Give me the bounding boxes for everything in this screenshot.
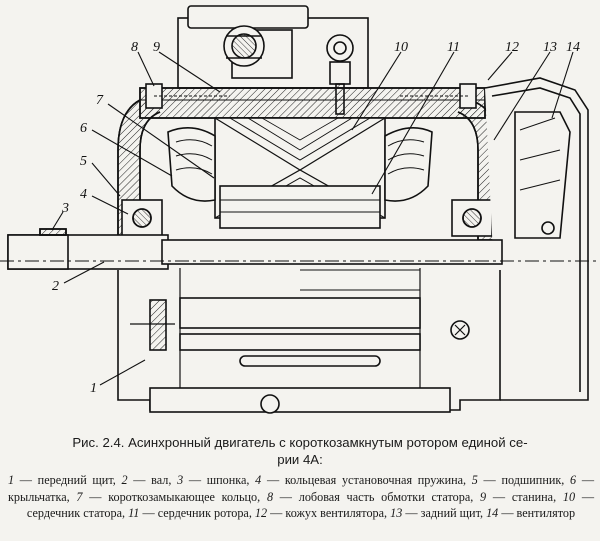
callout-11: 11	[447, 40, 460, 55]
callout-4: 4	[80, 187, 87, 202]
legend-item: 6 — крыльчатка,	[8, 473, 594, 504]
callout-labels: 1 2 3 4 5 6 7 8 9 10 11 12 13 14	[52, 40, 580, 396]
callout-12: 12	[505, 40, 519, 55]
callout-5: 5	[80, 154, 87, 169]
callout-9: 9	[153, 40, 160, 55]
legend-item-text: станина,	[511, 489, 563, 504]
legend-item-text: шпонка,	[206, 473, 256, 487]
legend-item: 10 — сердечник статора,	[27, 490, 594, 521]
legend-item-separator: —	[82, 489, 109, 504]
motor-drawing: 1 2 3 4 5 6 7 8 9 10 11 12 13 14	[0, 5, 600, 414]
legend-item-text: сердечник статора,	[26, 506, 129, 520]
legend-item: 4 — кольцевая установочная пружина,	[255, 473, 472, 487]
legend-item: 5 — подшипник,	[472, 473, 570, 487]
legend-item: 11 — сердечник ротора,	[128, 506, 255, 520]
callout-6: 6	[80, 121, 87, 136]
legend-item-separator: —	[273, 489, 299, 504]
legend-item-number: 9	[480, 489, 487, 504]
frame-top	[139, 87, 486, 119]
legend-item-separator: —	[261, 473, 285, 487]
legend-item-separator: —	[127, 473, 152, 487]
legend-item-number: 13	[390, 506, 403, 520]
figure-legend: 1 — передний щит, 2 — вал, 3 — шпонка, 4…	[8, 472, 594, 522]
frame-lower	[117, 268, 501, 414]
legend-item-text: лобовая часть обмотки статора,	[298, 489, 481, 504]
callout-2: 2	[52, 279, 59, 294]
legend-item-separator: —	[575, 489, 595, 504]
legend-item-text: вентилятор	[516, 506, 576, 520]
legend-item-text: короткозамыкающее кольцо,	[108, 489, 267, 504]
callout-3: 3	[61, 201, 69, 216]
legend-item: 14 — вентилятор	[486, 506, 575, 520]
legend-item-separator: —	[576, 473, 595, 487]
callout-7: 7	[96, 93, 104, 108]
legend-item: 13 — задний щит,	[390, 506, 486, 520]
legend-item-separator: —	[14, 473, 38, 487]
legend-item-number: 12	[254, 506, 268, 520]
fan	[514, 111, 571, 239]
caption-line-2: рии 4А:	[277, 452, 323, 467]
callout-1: 1	[90, 381, 97, 396]
legend-item-text: задний щит,	[420, 506, 487, 520]
key	[39, 228, 67, 236]
legend-item-number: 8	[266, 489, 274, 504]
legend-item-number: 7	[76, 489, 83, 504]
legend-item: 3 — шпонка,	[177, 473, 255, 487]
legend-item: 7 — короткозамыкающее кольцо,	[76, 490, 267, 504]
front-bearing	[121, 199, 163, 237]
legend-item-number: 1	[8, 473, 15, 487]
legend-item: 2 — вал,	[121, 473, 177, 487]
legend-item-separator: —	[498, 506, 517, 520]
callout-13: 13	[543, 40, 557, 55]
callout-10: 10	[394, 40, 408, 55]
frame-bolts	[145, 83, 477, 109]
legend-item-text: крыльчатка,	[8, 489, 77, 504]
legend-item-separator: —	[267, 506, 286, 520]
legend-item-separator: —	[402, 506, 421, 520]
figure-caption: Рис. 2.4. Асинхронный двигатель с коротк…	[8, 434, 592, 468]
legend-item: 8 — лобовая часть обмотки статора,	[267, 490, 480, 504]
legend-item-number: 11	[128, 506, 140, 520]
legend-item-number: 6	[570, 473, 577, 487]
rotor-core	[219, 185, 381, 229]
legend-item-separator: —	[183, 473, 207, 487]
legend-item-text: сердечник ротора,	[157, 506, 255, 520]
legend-item-separator: —	[139, 506, 158, 520]
legend-item-text: кожух вентилятора,	[285, 506, 391, 520]
legend-item-number: 3	[177, 473, 184, 487]
legend-item: 1 — передний щит,	[8, 473, 121, 487]
legend-item: 9 — станина,	[480, 490, 563, 504]
legend-item-number: 2	[121, 473, 128, 487]
callout-8: 8	[131, 40, 138, 55]
legend-item-number: 4	[255, 473, 262, 487]
legend-item-number: 10	[562, 489, 576, 504]
legend-item-number: 14	[486, 506, 499, 520]
legend-item-text: подшипник,	[501, 473, 571, 487]
stator-end-winding	[167, 127, 433, 202]
legend-item-text: вал,	[151, 473, 178, 487]
leader-lines	[51, 51, 574, 386]
legend-item-text: кольцевая установочная пружина,	[284, 473, 472, 487]
legend-item-number: 5	[471, 473, 478, 487]
shaft	[0, 234, 600, 270]
caption-line-1: Рис. 2.4. Асинхронный двигатель с коротк…	[72, 435, 528, 450]
legend-item-separator: —	[477, 473, 502, 487]
legend-item-separator: —	[486, 489, 512, 504]
terminal-box	[177, 5, 369, 115]
legend-item-text: передний щит,	[37, 473, 122, 487]
rear-bearing	[451, 199, 493, 237]
legend-item: 12 — кожух вентилятора,	[255, 506, 390, 520]
callout-14: 14	[566, 40, 580, 55]
